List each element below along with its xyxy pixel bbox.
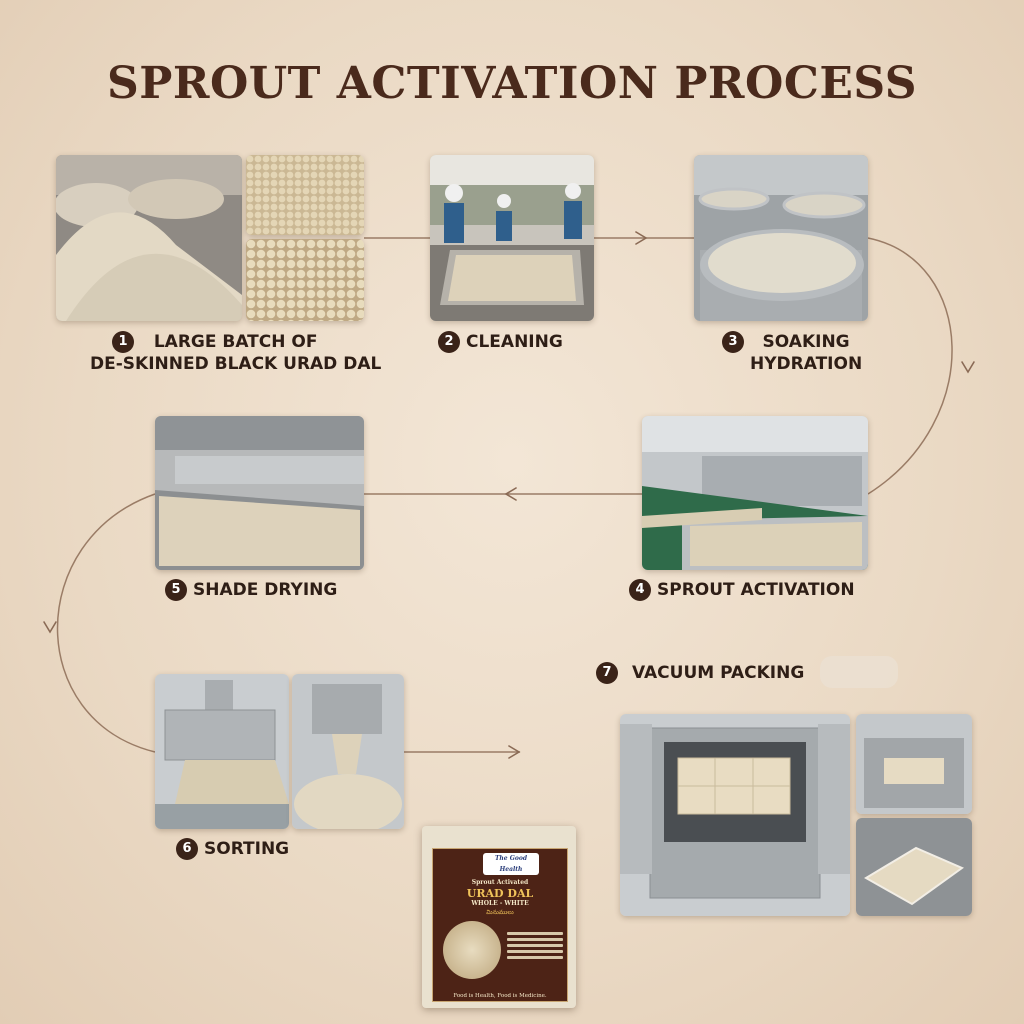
urad-dal-closeup-photo <box>246 239 364 321</box>
step-number-badge: 3 <box>722 331 744 353</box>
step-text: SOAKING HYDRATION <box>750 332 863 374</box>
step-1-label: 1 LARGE BATCH OF DE-SKINNED BLACK URAD D… <box>90 331 381 375</box>
step-2-label: 2 CLEANING <box>438 331 563 353</box>
step-number-badge: 7 <box>596 662 618 684</box>
urad-dal-heap-photo <box>56 155 242 321</box>
step-3-label: 3 SOAKING HYDRATION <box>722 331 862 375</box>
arrow-down-icon <box>43 621 57 634</box>
step-text: SHADE DRYING <box>193 580 338 600</box>
step-number-badge: 2 <box>438 331 460 353</box>
benefit-list <box>507 929 563 962</box>
dal-bowl-image <box>443 921 501 979</box>
arrow-left-icon <box>504 487 517 501</box>
step-number-badge: 5 <box>165 579 187 601</box>
package-variant: WHOLE - WHITE <box>471 900 529 907</box>
sealed-packs-photo <box>856 818 972 916</box>
step-5-label: 5 SHADE DRYING <box>165 579 337 601</box>
step-text: CLEANING <box>466 332 563 352</box>
step-text: LARGE BATCH OF DE-SKINNED BLACK URAD DAL <box>90 332 382 374</box>
package-product-name: URAD DAL <box>466 887 534 900</box>
package-tagline: Food is Health, Food is Medicine. <box>453 993 547 999</box>
package-local-name: మినుములు <box>486 909 514 916</box>
sorting-machine-photo <box>155 674 289 829</box>
step-text: SPROUT ACTIVATION <box>657 580 855 600</box>
step-text: VACUUM PACKING <box>632 663 805 683</box>
package-subtitle: Sprout Activated <box>471 879 529 886</box>
page-title: SPROUT ACTIVATION PROCESS <box>107 58 917 109</box>
step-number-badge: 6 <box>176 838 198 860</box>
arrow-down-icon <box>961 361 975 374</box>
vacuum-sealer-photo <box>856 714 972 814</box>
sorting-output-photo <box>292 674 404 829</box>
brand-logo: The Good Health <box>483 853 539 875</box>
step-number-badge: 4 <box>629 579 651 601</box>
step-6-label: 6 SORTING <box>176 838 289 860</box>
soaking-tanks-photo <box>694 155 868 321</box>
product-package: The Good Health Sprout Activated URAD DA… <box>422 826 576 1008</box>
background-shape <box>820 656 898 688</box>
urad-dal-closeup-photo <box>246 155 364 235</box>
step-text: SORTING <box>204 839 290 859</box>
arrow-right-icon <box>508 745 521 759</box>
shade-drying-photo <box>155 416 364 570</box>
vacuum-chamber-photo <box>620 714 850 916</box>
sprouting-trays-photo <box>642 416 868 570</box>
step-4-label: 4 SPROUT ACTIVATION <box>629 579 855 601</box>
arrow-right-icon <box>635 231 648 245</box>
step-number-badge: 1 <box>112 331 134 353</box>
cleaning-workers-photo <box>430 155 594 321</box>
step-7-label: 7 VACUUM PACKING <box>596 662 804 684</box>
package-label: The Good Health Sprout Activated URAD DA… <box>432 848 568 1002</box>
